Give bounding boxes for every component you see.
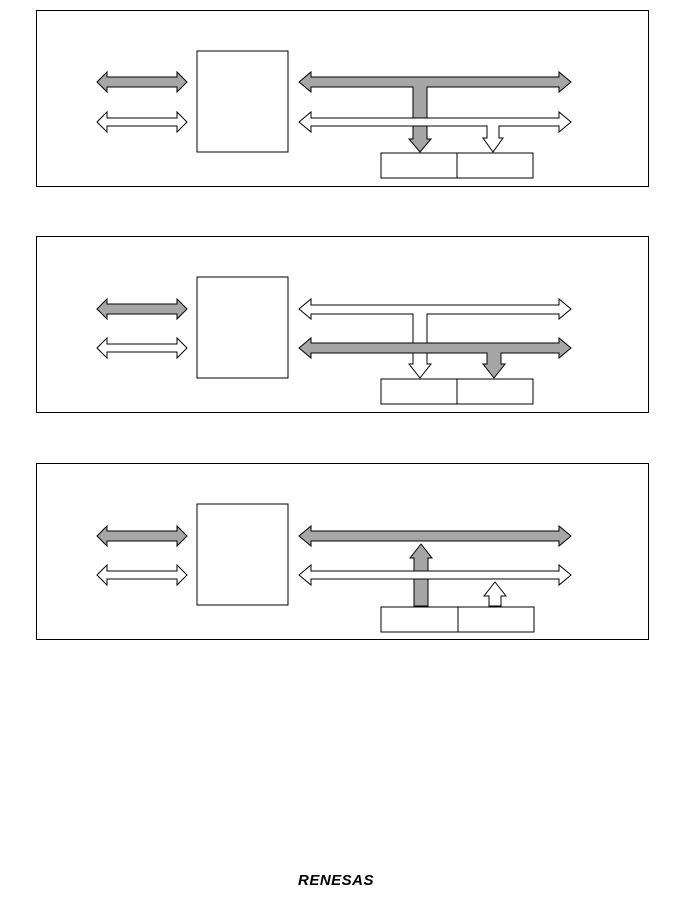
left-bus-2-arrow bbox=[96, 563, 188, 587]
panel-3-svg bbox=[96, 503, 572, 633]
module-box-right bbox=[457, 606, 535, 633]
diagram-panel-3 bbox=[36, 463, 649, 640]
diagram-panel-2 bbox=[36, 236, 649, 413]
connector-up-idle bbox=[482, 581, 508, 607]
left-bus-1-arrow bbox=[96, 524, 188, 548]
left-bus-2-arrow bbox=[96, 110, 188, 134]
panel-2-svg bbox=[96, 276, 572, 405]
right-bus-1-arrow bbox=[298, 524, 572, 548]
right-bus-1-arrow bbox=[298, 70, 572, 153]
left-bus-1-arrow bbox=[96, 70, 188, 94]
left-bus-2-arrow bbox=[96, 336, 188, 360]
module-box-left bbox=[380, 152, 458, 179]
central-block bbox=[196, 276, 289, 379]
module-box-right bbox=[456, 378, 534, 405]
panel-1-svg bbox=[96, 50, 572, 179]
left-bus-1-arrow bbox=[96, 297, 188, 321]
module-box-right bbox=[456, 152, 534, 179]
right-bus-2-arrow bbox=[298, 110, 572, 153]
logo-text: RENESAS bbox=[298, 872, 374, 889]
central-block bbox=[196, 503, 289, 606]
right-bus-1-arrow bbox=[298, 297, 572, 379]
renesas-logo: RENESAS bbox=[298, 872, 374, 889]
left-bus-2 bbox=[96, 110, 188, 134]
module-box-left bbox=[380, 378, 458, 405]
right-bus-2-arrow bbox=[298, 563, 572, 587]
right-bus-2-arrow bbox=[298, 336, 572, 379]
module-box-left bbox=[380, 606, 459, 633]
left-bus-1 bbox=[96, 70, 188, 94]
central-block bbox=[196, 50, 289, 153]
diagram-panel-1 bbox=[36, 10, 649, 187]
